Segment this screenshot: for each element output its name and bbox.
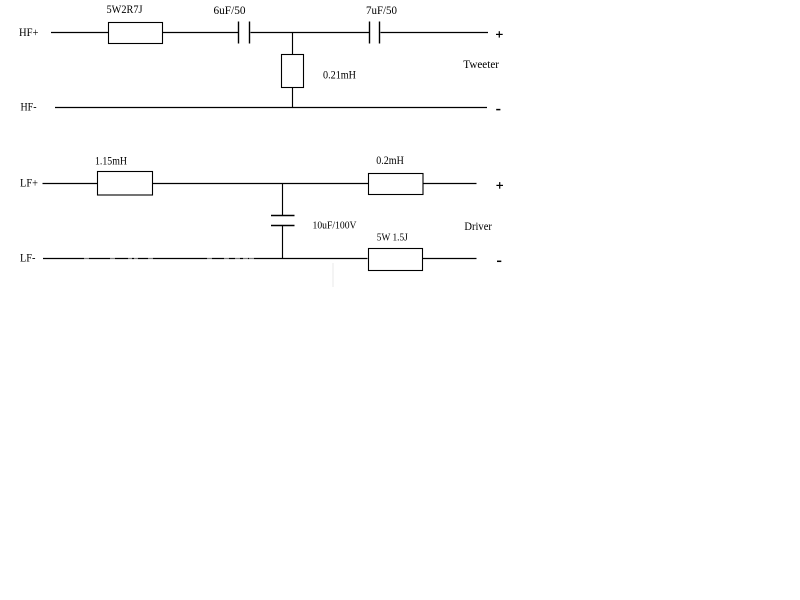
svg-text:6uF/50: 6uF/50 — [214, 5, 246, 17]
svg-text:Driver: Driver — [464, 221, 492, 233]
svg-text:LF+: LF+ — [20, 175, 38, 189]
svg-text:0.21mH: 0.21mH — [323, 69, 356, 81]
svg-text:5W 1.5J: 5W 1.5J — [377, 232, 409, 244]
svg-text:0.2mH: 0.2mH — [376, 155, 404, 167]
svg-text:HF-: HF- — [21, 100, 37, 114]
svg-text:10uF/100V: 10uF/100V — [313, 220, 357, 232]
svg-text:LF-: LF- — [20, 250, 36, 264]
svg-text:5W2R7J: 5W2R7J — [107, 4, 143, 16]
svg-text:7uF/50: 7uF/50 — [366, 5, 397, 17]
svg-text:Tweeter: Tweeter — [463, 57, 499, 71]
svg-text:HF+: HF+ — [19, 25, 39, 39]
svg-text:1.15mH: 1.15mH — [95, 155, 127, 167]
